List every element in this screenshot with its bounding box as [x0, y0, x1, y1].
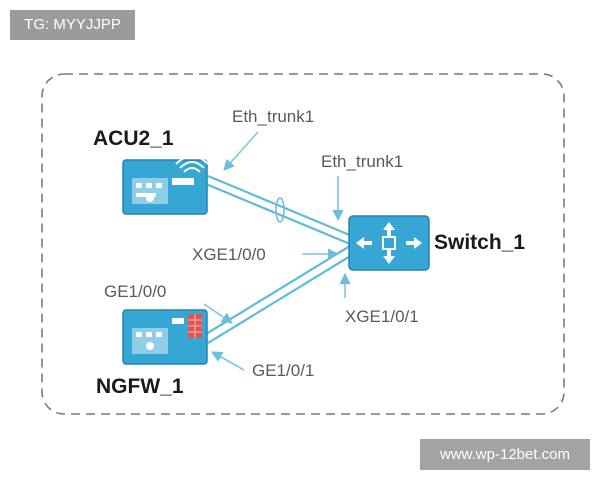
label-ge-1: GE1/0/1 — [252, 361, 314, 380]
watermark-bottom: www.wp-12bet.com — [420, 439, 590, 470]
device-name-acu: ACU2_1 — [93, 127, 174, 150]
switch-arrows-icon — [356, 222, 422, 264]
label-eth-trunk-switch: Eth_trunk1 — [321, 152, 403, 171]
label-xge-0: XGE1/0/0 — [192, 245, 266, 264]
device-name-switch: Switch_1 — [434, 231, 525, 254]
device-name-ngfw: NGFW_1 — [96, 375, 184, 398]
watermark-top: TG: MYYJJPP — [10, 10, 135, 40]
label-ge-0: GE1/0/0 — [104, 282, 166, 301]
label-xge-1: XGE1/0/1 — [345, 307, 419, 326]
label-eth-trunk-acu: Eth_trunk1 — [232, 107, 314, 126]
switch-device[interactable] — [348, 215, 430, 271]
firewall-icon — [188, 314, 202, 338]
wireless-controller-icon — [175, 155, 209, 173]
ngfw-device[interactable] — [122, 309, 208, 365]
eth-trunk-marker — [275, 197, 285, 223]
link-acu-switch — [205, 174, 353, 246]
network-boundary — [41, 73, 565, 415]
callout-arrows — [203, 131, 351, 371]
acu-device[interactable] — [122, 155, 209, 215]
